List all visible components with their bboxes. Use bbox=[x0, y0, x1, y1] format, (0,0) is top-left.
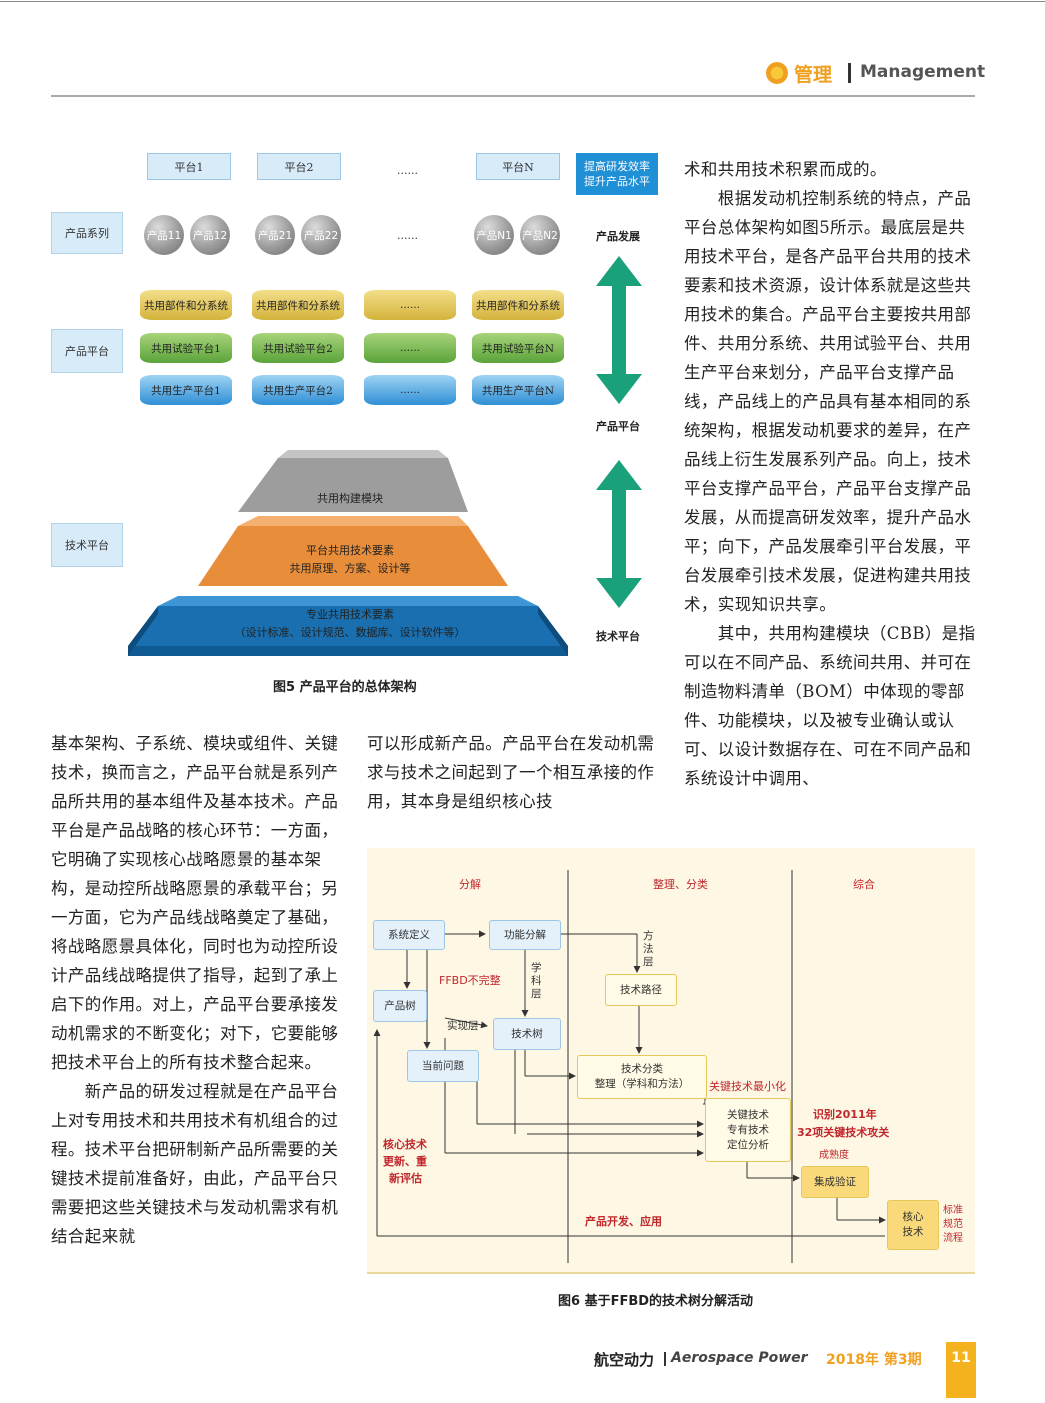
footer-separator bbox=[664, 1352, 666, 1366]
series-ellipsis: ...... bbox=[397, 229, 418, 242]
key-tech-minimize-label: 关键技术最小化 bbox=[709, 1080, 786, 1093]
paragraph: 术和共用技术积累而成的。 bbox=[684, 160, 887, 179]
tech-classify-text-2: 整理（学科和方法） bbox=[594, 1078, 690, 1090]
platform-header-1: 平台1 bbox=[147, 153, 231, 180]
core-update-label: 核心技术 更新、重 新评估 bbox=[383, 1136, 427, 1187]
key-tech-text-2: 专有技术 bbox=[727, 1123, 769, 1136]
tech-classify-text-1: 技术分类 bbox=[621, 1063, 663, 1075]
key-tech-text-3: 定位分析 bbox=[727, 1138, 769, 1151]
pyramid-middle-layer: 平台共用技术要素 共用原理、方案、设计等 bbox=[220, 540, 480, 580]
section-title-cn: 管理 bbox=[794, 64, 833, 86]
paragraph: 其中，共用构建模块（CBB）是指可以在不同产品、系统间共用、并可在制造物料清单（… bbox=[684, 624, 976, 788]
test-platform-disc: 共用试验平台2 bbox=[252, 333, 344, 363]
middle-column-text: 可以形成新产品。产品平台在发动机需求与技术之间起到了一个相互承接的作用，其本身是… bbox=[367, 729, 659, 816]
product-ball: 产品22 bbox=[301, 215, 341, 255]
platform-header-ellipsis: ...... bbox=[397, 164, 418, 177]
product-ball: 产品N1 bbox=[474, 215, 514, 255]
production-platform-disc: 共用生产平台N bbox=[472, 375, 564, 405]
test-platform-disc: 共用试验平台1 bbox=[140, 333, 232, 363]
discipline-layer-label: 学 科 层 bbox=[531, 962, 542, 1000]
shared-parts-disc: 共用部件和分系统 bbox=[252, 290, 344, 320]
shared-parts-disc: 共用部件和分系统 bbox=[140, 290, 232, 320]
test-platform-disc: 共用试验平台N bbox=[472, 333, 564, 363]
journal-logo-icon bbox=[766, 62, 788, 84]
test-platform-disc: ...... bbox=[364, 333, 456, 363]
current-issue-box: 当前问题 bbox=[407, 1050, 479, 1082]
production-platform-disc: ...... bbox=[364, 375, 456, 405]
product-ball: 产品11 bbox=[144, 215, 184, 255]
core-tech-text-2: 技术 bbox=[902, 1226, 924, 1238]
figure-6-caption: 图6 基于FFBD的技术树分解活动 bbox=[558, 1294, 754, 1309]
row-label-product-series: 产品系列 bbox=[51, 212, 123, 254]
pyramid-middle-text-2: 共用原理、方案、设计等 bbox=[289, 562, 411, 575]
pyramid-graphic bbox=[128, 450, 568, 656]
pyramid-bottom-layer: 专业共用技术要素 （设计标准、设计规范、数据库、设计软件等） bbox=[180, 604, 520, 644]
product-ball: 产品N2 bbox=[520, 215, 560, 255]
shared-parts-disc: 共用部件和分系统 bbox=[472, 290, 564, 320]
function-decomposition-box: 功能分解 bbox=[489, 920, 561, 950]
implementation-layer-label: 实现层 bbox=[447, 1020, 479, 1032]
row-label-tech-platform: 技术平台 bbox=[51, 523, 123, 567]
issue-label: 2018年 第3期 bbox=[826, 1352, 922, 1368]
pyramid-bottom-text-1: 专业共用技术要素 bbox=[306, 608, 394, 621]
paragraph: 基本架构、子系统、模块或组件、关键技术，换而言之，产品平台就是系列产品所共用的基… bbox=[51, 734, 339, 1072]
identify-2011-label: 识别2011年 bbox=[813, 1108, 877, 1121]
integration-verify-box: 集成验证 bbox=[801, 1166, 869, 1198]
paragraph: 根据发动机控制系统的特点，产品平台总体架构如图5所示。最底层是共用技术平台，是各… bbox=[684, 189, 972, 614]
core-tech-text-1: 核心 bbox=[902, 1211, 924, 1223]
row-label-product-platform: 产品平台 bbox=[51, 329, 123, 373]
tech-classify-box: 技术分类 整理（学科和方法） bbox=[577, 1055, 707, 1099]
dev-application-label: 产品开发、应用 bbox=[585, 1215, 662, 1228]
shared-parts-disc: ...... bbox=[364, 290, 456, 320]
production-platform-disc: 共用生产平台2 bbox=[252, 375, 344, 405]
phase-organize: 整理、分类 bbox=[653, 878, 708, 891]
core-tech-box: 核心 技术 bbox=[887, 1200, 939, 1250]
paragraph: 可以形成新产品。产品平台在发动机需求与技术之间起到了一个相互承接的作用，其本身是… bbox=[367, 734, 655, 811]
section-title-en: Management bbox=[860, 62, 986, 82]
pyramid-bottom-text-2: （设计标准、设计规范、数据库、设计软件等） bbox=[234, 626, 466, 639]
standard-label: 标准 规范 流程 bbox=[943, 1205, 963, 1244]
right-column-text: 术和共用技术积累而成的。 根据发动机控制系统的特点，产品平台总体架构如图5所示。… bbox=[684, 155, 976, 793]
pyramid-top-text: 共用构建模块 bbox=[317, 492, 383, 505]
double-arrow-icon bbox=[596, 460, 642, 608]
pyramid-middle-text-1: 平台共用技术要素 bbox=[306, 544, 394, 557]
figure-6: 分解 整理、分类 综合 系统定义 功能分解 产品树 技术树 当前问题 技术路径 … bbox=[367, 848, 975, 1274]
core-update-line-3: 新评估 bbox=[389, 1172, 422, 1185]
tech-tree-box: 技术树 bbox=[493, 1018, 561, 1050]
method-layer-label: 方 法 层 bbox=[643, 930, 654, 968]
side-label-product-dev: 产品发展 bbox=[596, 230, 640, 243]
magazine-title-cn: 航空动力 bbox=[594, 1351, 655, 1369]
maturity-label: 成熟度 bbox=[819, 1150, 849, 1161]
top-border bbox=[0, 1, 1045, 2]
identify-32-label: 32项关键技术攻关 bbox=[797, 1126, 890, 1139]
key-tech-box: 关键技术 专有技术 定位分析 bbox=[705, 1098, 791, 1162]
core-update-line-2: 更新、重 bbox=[383, 1155, 427, 1168]
goal-box: 提高研发效率 提升产品水平 bbox=[576, 153, 658, 195]
page-number: 11 bbox=[946, 1342, 976, 1398]
left-column-text: 基本架构、子系统、模块或组件、关键技术，换而言之，产品平台就是系列产品所共用的基… bbox=[51, 729, 343, 1251]
core-update-line-1: 核心技术 bbox=[383, 1138, 427, 1151]
tech-path-box: 技术路径 bbox=[605, 974, 677, 1006]
header-rule bbox=[51, 95, 975, 97]
figure-5-caption: 图5 产品平台的总体架构 bbox=[273, 680, 417, 695]
phase-decompose: 分解 bbox=[459, 878, 481, 891]
product-ball: 产品21 bbox=[255, 215, 295, 255]
side-label-tech-platform: 技术平台 bbox=[596, 630, 640, 643]
paragraph: 新产品的研发过程就是在产品平台上对专用技术和共用技术有机组合的过程。技术平台把研… bbox=[51, 1082, 339, 1246]
double-arrow-icon bbox=[596, 256, 642, 404]
pyramid-top-layer: 共用构建模块 bbox=[250, 486, 450, 512]
key-tech-text-1: 关键技术 bbox=[727, 1108, 769, 1121]
platform-header-n: 平台N bbox=[476, 153, 560, 180]
side-label-product-platform: 产品平台 bbox=[596, 420, 640, 433]
platform-header-2: 平台2 bbox=[257, 153, 341, 180]
figure-6-lines bbox=[373, 870, 886, 1263]
system-definition-box: 系统定义 bbox=[373, 920, 445, 950]
product-ball: 产品12 bbox=[190, 215, 230, 255]
product-tree-box: 产品树 bbox=[373, 990, 427, 1022]
production-platform-disc: 共用生产平台1 bbox=[140, 375, 232, 405]
ffbd-incomplete-label: FFBD不完整 bbox=[439, 974, 501, 987]
header-separator bbox=[848, 63, 851, 83]
phase-synthesize: 综合 bbox=[853, 878, 875, 891]
magazine-title-en: Aerospace Power bbox=[671, 1350, 808, 1366]
